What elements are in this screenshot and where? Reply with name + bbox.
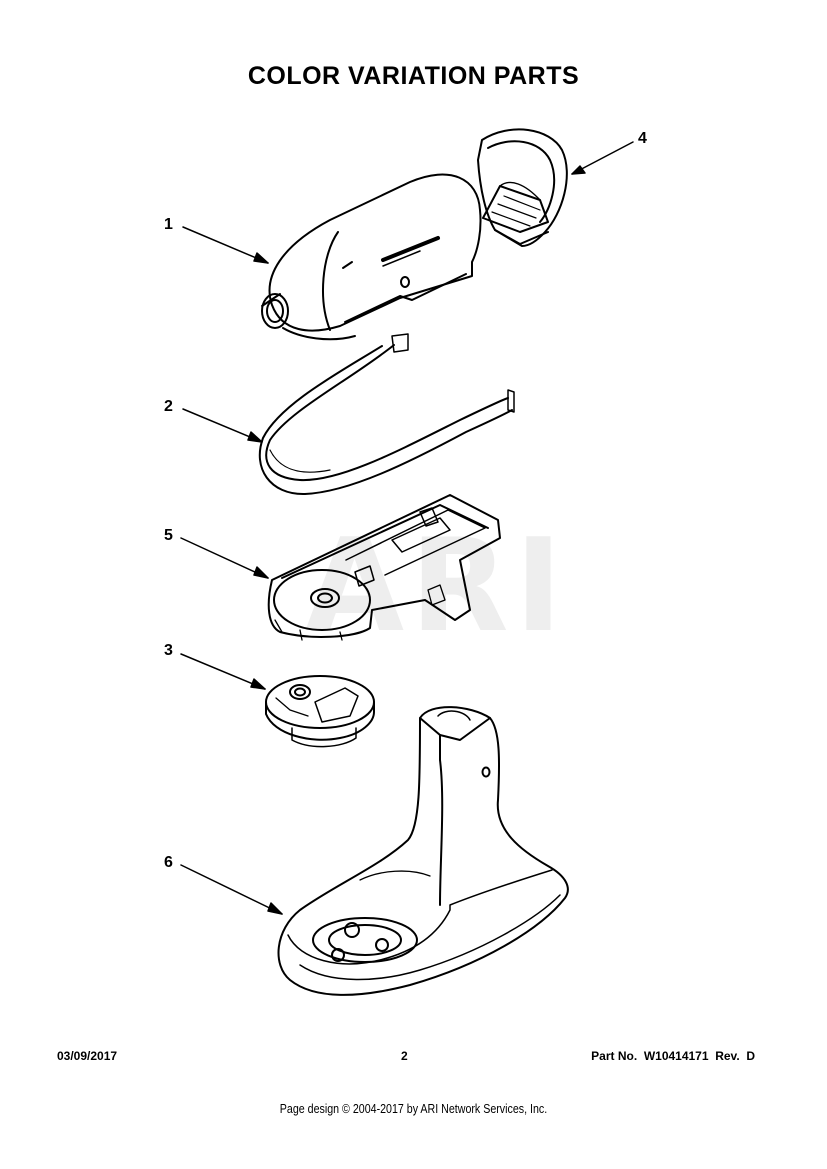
footer-part-number: Part No. W10414171 Rev. D bbox=[591, 1049, 755, 1063]
callout-number-3: 3 bbox=[164, 642, 173, 659]
leader-line-6 bbox=[180, 864, 283, 915]
part-3-planetary-cover bbox=[265, 675, 375, 748]
footer-copyright: Page design © 2004-2017 by ARI Network S… bbox=[279, 1101, 548, 1116]
footer-page-number: 2 bbox=[401, 1049, 408, 1063]
part-2-trim-band bbox=[258, 333, 515, 496]
callout-number-1: 1 bbox=[164, 216, 173, 233]
callout-number-4: 4 bbox=[638, 130, 647, 147]
part-5-gear-case bbox=[267, 494, 501, 641]
leader-line-3 bbox=[180, 653, 266, 690]
footer-date: 03/09/2017 bbox=[57, 1049, 118, 1063]
callout-number-2: 2 bbox=[164, 398, 173, 415]
page-title: COLOR VARIATION PARTS bbox=[247, 62, 580, 90]
leader-line-1 bbox=[182, 226, 269, 264]
part-1-motor-housing bbox=[261, 173, 482, 341]
part-6-pedestal-base bbox=[277, 706, 569, 996]
callout-number-6: 6 bbox=[164, 854, 173, 871]
leader-lines bbox=[180, 141, 634, 915]
leader-line-5 bbox=[180, 537, 269, 579]
callout-number-5: 5 bbox=[164, 527, 173, 544]
part-4-rear-cover bbox=[477, 128, 568, 247]
